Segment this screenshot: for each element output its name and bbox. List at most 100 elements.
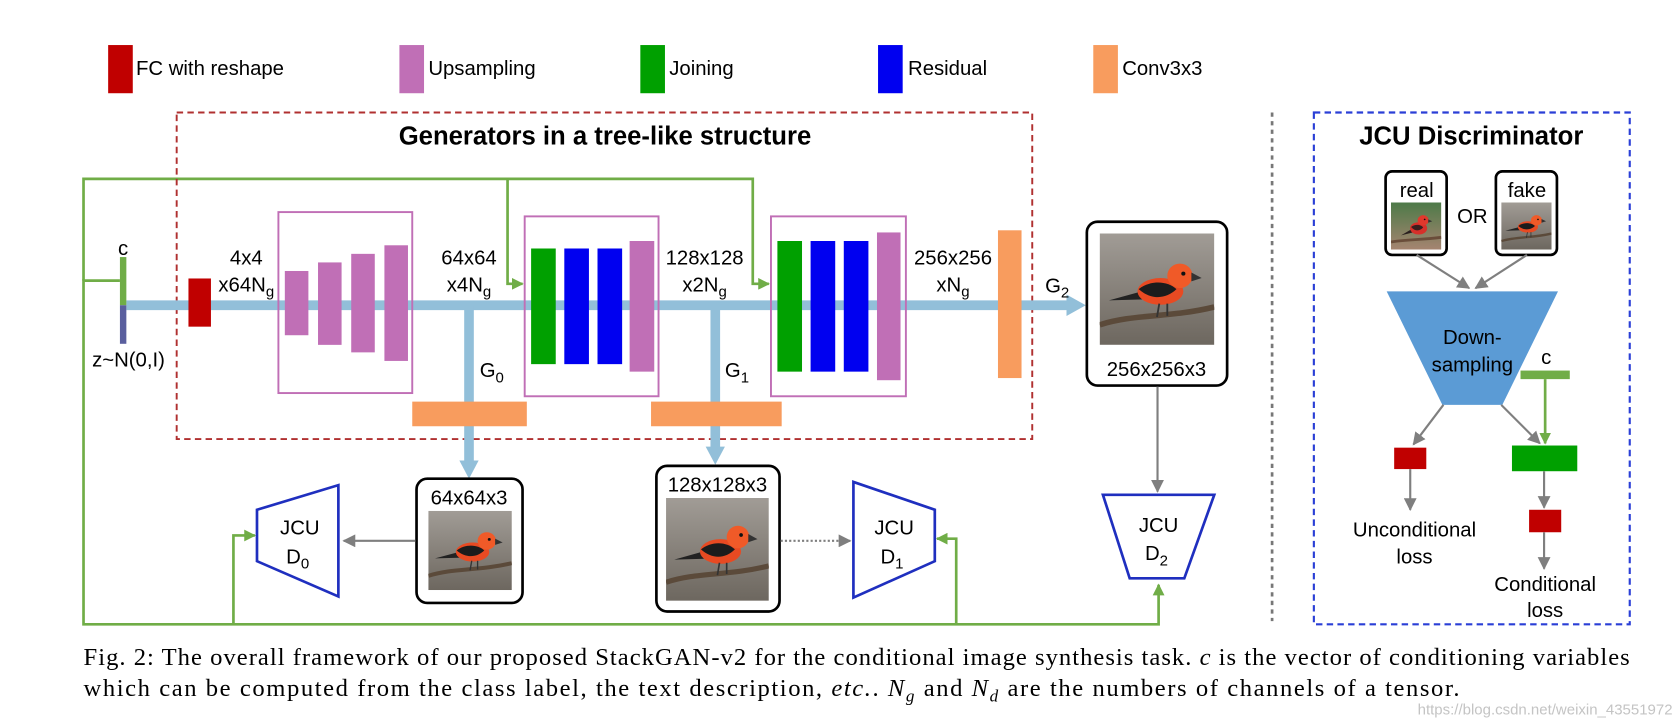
stage-size-label: 64x64 — [441, 248, 496, 270]
condition-line-to-d1 — [935, 532, 958, 625]
legend-item-upsampling: Upsampling — [399, 45, 536, 94]
residual-block — [597, 248, 623, 365]
stage-size-label: 128x128 — [666, 248, 744, 270]
unconditional-loss-label: loss — [1396, 546, 1432, 568]
discriminator-index: D1 — [880, 546, 903, 572]
condition-line-to-stage3 — [82, 177, 771, 290]
stage-channels-label: x4Ng — [447, 274, 492, 300]
condition-label: c — [1541, 347, 1551, 369]
stage-channels-label: xNg — [936, 274, 969, 300]
generators-frame — [175, 111, 1034, 441]
legend-item-conv3x3: Conv3x3 — [1093, 45, 1202, 94]
condition-line-to-d2 — [82, 279, 1165, 626]
conv3x3-block-g0 — [412, 401, 527, 427]
stage-channels-label: x2Ng — [682, 274, 727, 300]
main-pipe-arrowhead — [1066, 294, 1086, 316]
legend-item-joining: Joining — [640, 45, 734, 94]
unconditional-loss-label: Unconditional — [1353, 520, 1476, 542]
upsampling-block — [351, 253, 375, 353]
output-size-label: 128x128x3 — [668, 475, 767, 497]
unconditional-fc-block — [1394, 447, 1427, 470]
real-bird-image — [1390, 202, 1442, 250]
legend-label: Upsampling — [428, 58, 535, 80]
output-64: 64x64x3 — [415, 477, 524, 605]
arrow-real-to-downsampling — [1416, 254, 1471, 290]
residual-block — [564, 248, 589, 365]
discriminator-shape — [852, 480, 937, 600]
discriminator-shape — [1101, 493, 1217, 580]
discriminator-shape — [255, 483, 340, 599]
condition-label: c — [118, 238, 128, 260]
noise-label: z~N(0,I) — [92, 349, 165, 371]
upsampling-block — [876, 232, 901, 381]
downsampling-block — [1386, 291, 1559, 405]
block-outline — [277, 211, 414, 395]
jcu-discriminator-panel: JCU Discriminator real OR fake Down- sam… — [1312, 111, 1631, 626]
upsampling-swatch — [399, 45, 425, 94]
conv3x3-swatch — [1093, 45, 1118, 94]
generators-title: Generators in a tree-like structure — [399, 123, 812, 151]
residual-block — [810, 241, 836, 372]
conv3x3-block-g2 — [997, 230, 1022, 379]
conditional-fc-block — [1529, 509, 1562, 533]
stage-size-label: 256x256 — [914, 248, 992, 270]
condition-line-to-stage2 — [506, 178, 524, 290]
conditioning-connections — [82, 177, 1165, 626]
discriminator-index: D2 — [1145, 543, 1168, 569]
joining-block — [777, 241, 803, 372]
output-size-label: 256x256x3 — [1107, 359, 1206, 381]
discriminator-d0: JCU D0 — [255, 483, 340, 599]
output-size-label: 64x64x3 — [431, 487, 508, 509]
legend-item-residual: Residual — [878, 45, 987, 94]
upsampling-block — [318, 262, 342, 345]
output-128: 128x128x3 — [655, 464, 781, 613]
g0-arrowhead — [459, 460, 479, 479]
upsampling-block — [384, 245, 408, 361]
branch-label-g1: G1 — [725, 360, 749, 386]
stage-size-label: 4x4 — [230, 248, 263, 270]
generated-bird-image — [1100, 234, 1215, 345]
legend-label: Joining — [669, 58, 733, 80]
stage3-block-group — [770, 215, 907, 398]
watermark: https://blog.csdn.net/weixin_43551972 — [1418, 701, 1673, 718]
stage2-block-group — [523, 215, 660, 398]
discriminator-d1: JCU D1 — [852, 480, 937, 600]
legend: FC with reshape Upsampling Joining Resid… — [108, 45, 1202, 94]
generated-bird-image — [428, 511, 512, 590]
condition-vector — [119, 257, 127, 306]
jcu-title: JCU Discriminator — [1359, 123, 1583, 151]
discriminator-name: JCU — [1139, 515, 1179, 537]
joining-block — [531, 248, 556, 365]
discriminator-index: D0 — [286, 546, 309, 572]
upsampling-block — [284, 270, 309, 336]
upsampling-block-group — [277, 211, 414, 395]
arrow-to-joining — [1500, 404, 1541, 445]
output-256: 256x256x3 — [1085, 220, 1229, 387]
real-label: real — [1400, 180, 1434, 202]
conditional-loss-label: loss — [1527, 600, 1563, 622]
joining-swatch — [640, 45, 665, 94]
fc-with-reshape-swatch — [108, 45, 133, 94]
arrow-fake-to-downsampling — [1474, 254, 1528, 290]
branch-label-g0: G0 — [480, 360, 504, 386]
legend-label: Residual — [908, 58, 987, 80]
residual-swatch — [878, 45, 903, 94]
fc-with-reshape-block — [188, 278, 211, 327]
discriminator-name: JCU — [280, 517, 320, 539]
caption-line-2: which can be computed from the class lab… — [84, 675, 1460, 705]
fake-bird-image — [1501, 202, 1552, 250]
condition-line-to-d0 — [232, 529, 257, 625]
legend-label: FC with reshape — [136, 58, 284, 80]
discriminator-d2: JCU D2 — [1101, 493, 1217, 580]
downsampling-label: Down- — [1443, 327, 1502, 349]
or-label: OR — [1457, 206, 1488, 228]
block-outline — [770, 215, 907, 398]
discriminator-name: JCU — [874, 517, 914, 539]
caption-line-1: Fig. 2: The overall framework of our pro… — [84, 644, 1630, 671]
branch-label-g2: G2 — [1045, 275, 1069, 301]
legend-item-fc-with-reshape: FC with reshape — [108, 45, 284, 94]
condition-vector — [1520, 370, 1570, 380]
conditional-loss-label: Conditional — [1494, 574, 1596, 596]
block-outline — [523, 215, 660, 398]
